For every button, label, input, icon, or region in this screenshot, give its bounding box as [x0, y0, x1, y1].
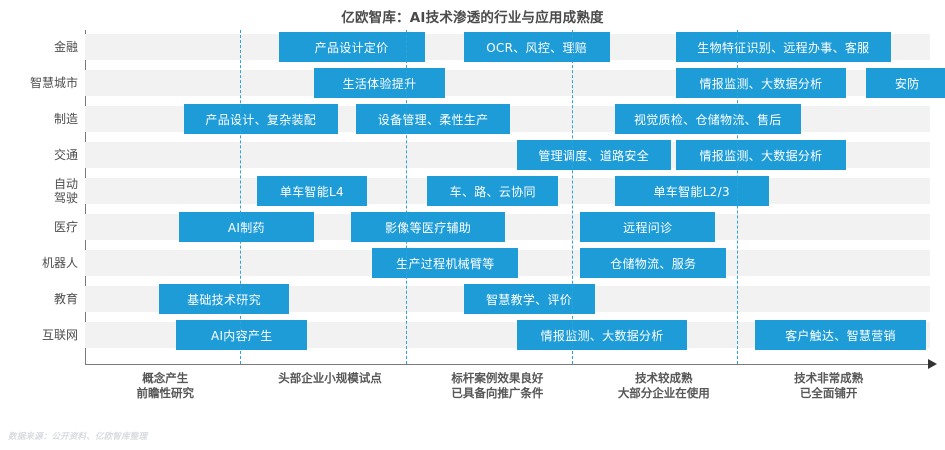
application-bar[interactable]: 情报监测、大数据分析: [516, 320, 688, 350]
x-axis-label-stage-3: 标杆案例效果良好已具备向推广条件: [402, 371, 592, 401]
application-bar[interactable]: OCR、风控、理赔: [463, 32, 610, 62]
stage-divider-gridline-3: [571, 30, 573, 364]
chart-title: 亿欧智库：AI技术渗透的行业与应用成熟度: [341, 10, 604, 26]
x-axis-label-line1: 头部企业小规模试点: [278, 371, 382, 385]
chart-row: 基础技术研究 智慧教学、评价: [85, 284, 930, 314]
application-bar[interactable]: 管理调度、道路安全: [516, 140, 671, 170]
row-label-自动驾驶: 自动驾驶: [0, 177, 78, 205]
row-label-line1: 互联网: [41, 328, 78, 342]
x-axis-label-line1: 标杆案例效果良好: [451, 371, 544, 385]
application-bar[interactable]: 单车智能L2/3: [614, 176, 769, 206]
x-axis-label-stage-4: 技术较成熟大部分企业在使用: [569, 371, 759, 401]
row-label-医疗: 医疗: [0, 220, 78, 234]
chart-row: 生产过程机械臂等 仓储物流、服务: [85, 248, 930, 278]
application-bar[interactable]: 影像等医疗辅助: [351, 212, 505, 242]
chart-row: 管理调度、道路安全情报监测、大数据分析: [85, 140, 930, 170]
application-bar[interactable]: 安防: [865, 68, 945, 98]
application-bar[interactable]: 客户触达、智慧营销: [755, 320, 926, 350]
x-axis-line: [85, 364, 930, 365]
row-label-line1: 交通: [53, 148, 78, 162]
x-axis-arrow-icon: [928, 359, 937, 369]
stage-divider-gridline-4: [737, 30, 739, 364]
x-axis-label-stage-5: 技术非常成熟已全面铺开: [734, 371, 924, 401]
application-bar[interactable]: 生物特征识别、远程办事、客服: [675, 32, 892, 62]
application-bar[interactable]: AI制药: [178, 212, 314, 242]
row-label-line1: 金融: [53, 40, 78, 54]
application-bar[interactable]: 远程问诊: [580, 212, 716, 242]
application-bar[interactable]: 情报监测、大数据分析: [675, 140, 847, 170]
x-axis-label-stage-1: 概念产生前瞻性研究: [70, 371, 260, 401]
row-label-互联网: 互联网: [0, 328, 78, 342]
source-note: 数据来源：公开资料、亿欧智库整理: [8, 432, 148, 442]
application-bar[interactable]: 生活体验提升: [313, 68, 445, 98]
chart-row: AI内容产生 情报监测、大数据分析 客户触达、智慧营销: [85, 320, 930, 350]
application-bar[interactable]: 车、路、云协同: [427, 176, 559, 206]
row-label-交通: 交通: [0, 148, 78, 162]
row-label-line1: 自动: [53, 177, 78, 191]
x-axis-label-line2: 大部分企业在使用: [617, 386, 710, 400]
row-label-智慧城市: 智慧城市: [0, 76, 78, 90]
x-axis-label-line1: 技术较成熟: [635, 371, 693, 385]
application-bar[interactable]: 生产过程机械臂等: [372, 248, 519, 278]
row-label-金融: 金融: [0, 40, 78, 54]
row-label-line1: 医疗: [53, 220, 78, 234]
application-bar[interactable]: 设备管理、柔性生产: [356, 104, 511, 134]
x-axis-stage-labels: 概念产生前瞻性研究头部企业小规模试点标杆案例效果良好已具备向推广条件技术较成熟大…: [0, 371, 945, 411]
stage-divider-gridline-1: [240, 30, 242, 364]
stage-divider-gridline-2: [406, 30, 408, 364]
x-axis-label-stage-2: 头部企业小规模试点: [235, 371, 425, 386]
x-axis-label-line2: 已具备向推广条件: [451, 386, 544, 400]
row-label-教育: 教育: [0, 292, 78, 306]
application-bar[interactable]: AI内容产生: [176, 320, 308, 350]
chart-row: 产品设计定价 OCR、风控、理赔 生物特征识别、远程办事、客服: [85, 32, 930, 62]
chart-row: 单车智能L4 车、路、云协同 单车智能L2/3: [85, 176, 930, 206]
x-axis-label-line1: 概念产生: [142, 371, 189, 385]
application-bar[interactable]: 视觉质检、仓储物流、售后: [614, 104, 801, 134]
x-axis-label-line1: 技术非常成熟: [794, 371, 864, 385]
chart-row: 产品设计、复杂装配设备管理、柔性生产 视觉质检、仓储物流、售后: [85, 104, 930, 134]
chart-row: 生活体验提升 情报监测、大数据分析安防: [85, 68, 945, 98]
row-label-机器人: 机器人: [0, 256, 78, 270]
chart-row: AI制药 影像等医疗辅助 远程问诊: [85, 212, 930, 242]
application-bar[interactable]: 产品设计定价: [278, 32, 425, 62]
row-label-line2: 驾驶: [53, 191, 78, 205]
row-label-制造: 制造: [0, 112, 78, 126]
application-bar[interactable]: 仓储物流、服务: [580, 248, 727, 278]
application-bar[interactable]: 情报监测、大数据分析: [675, 68, 847, 98]
row-label-line1: 教育: [53, 292, 78, 306]
x-axis-label-line2: 已全面铺开: [799, 386, 858, 400]
row-label-line1: 机器人: [41, 256, 78, 270]
application-bar[interactable]: 产品设计、复杂装配: [183, 104, 338, 134]
application-bar[interactable]: 基础技术研究: [158, 284, 290, 314]
application-bar[interactable]: 智慧教学、评价: [463, 284, 595, 314]
row-label-line1: 智慧城市: [29, 76, 78, 90]
x-axis-label-line2: 前瞻性研究: [136, 386, 195, 400]
application-bar[interactable]: 单车智能L4: [256, 176, 368, 206]
row-label-line1: 制造: [53, 112, 78, 126]
